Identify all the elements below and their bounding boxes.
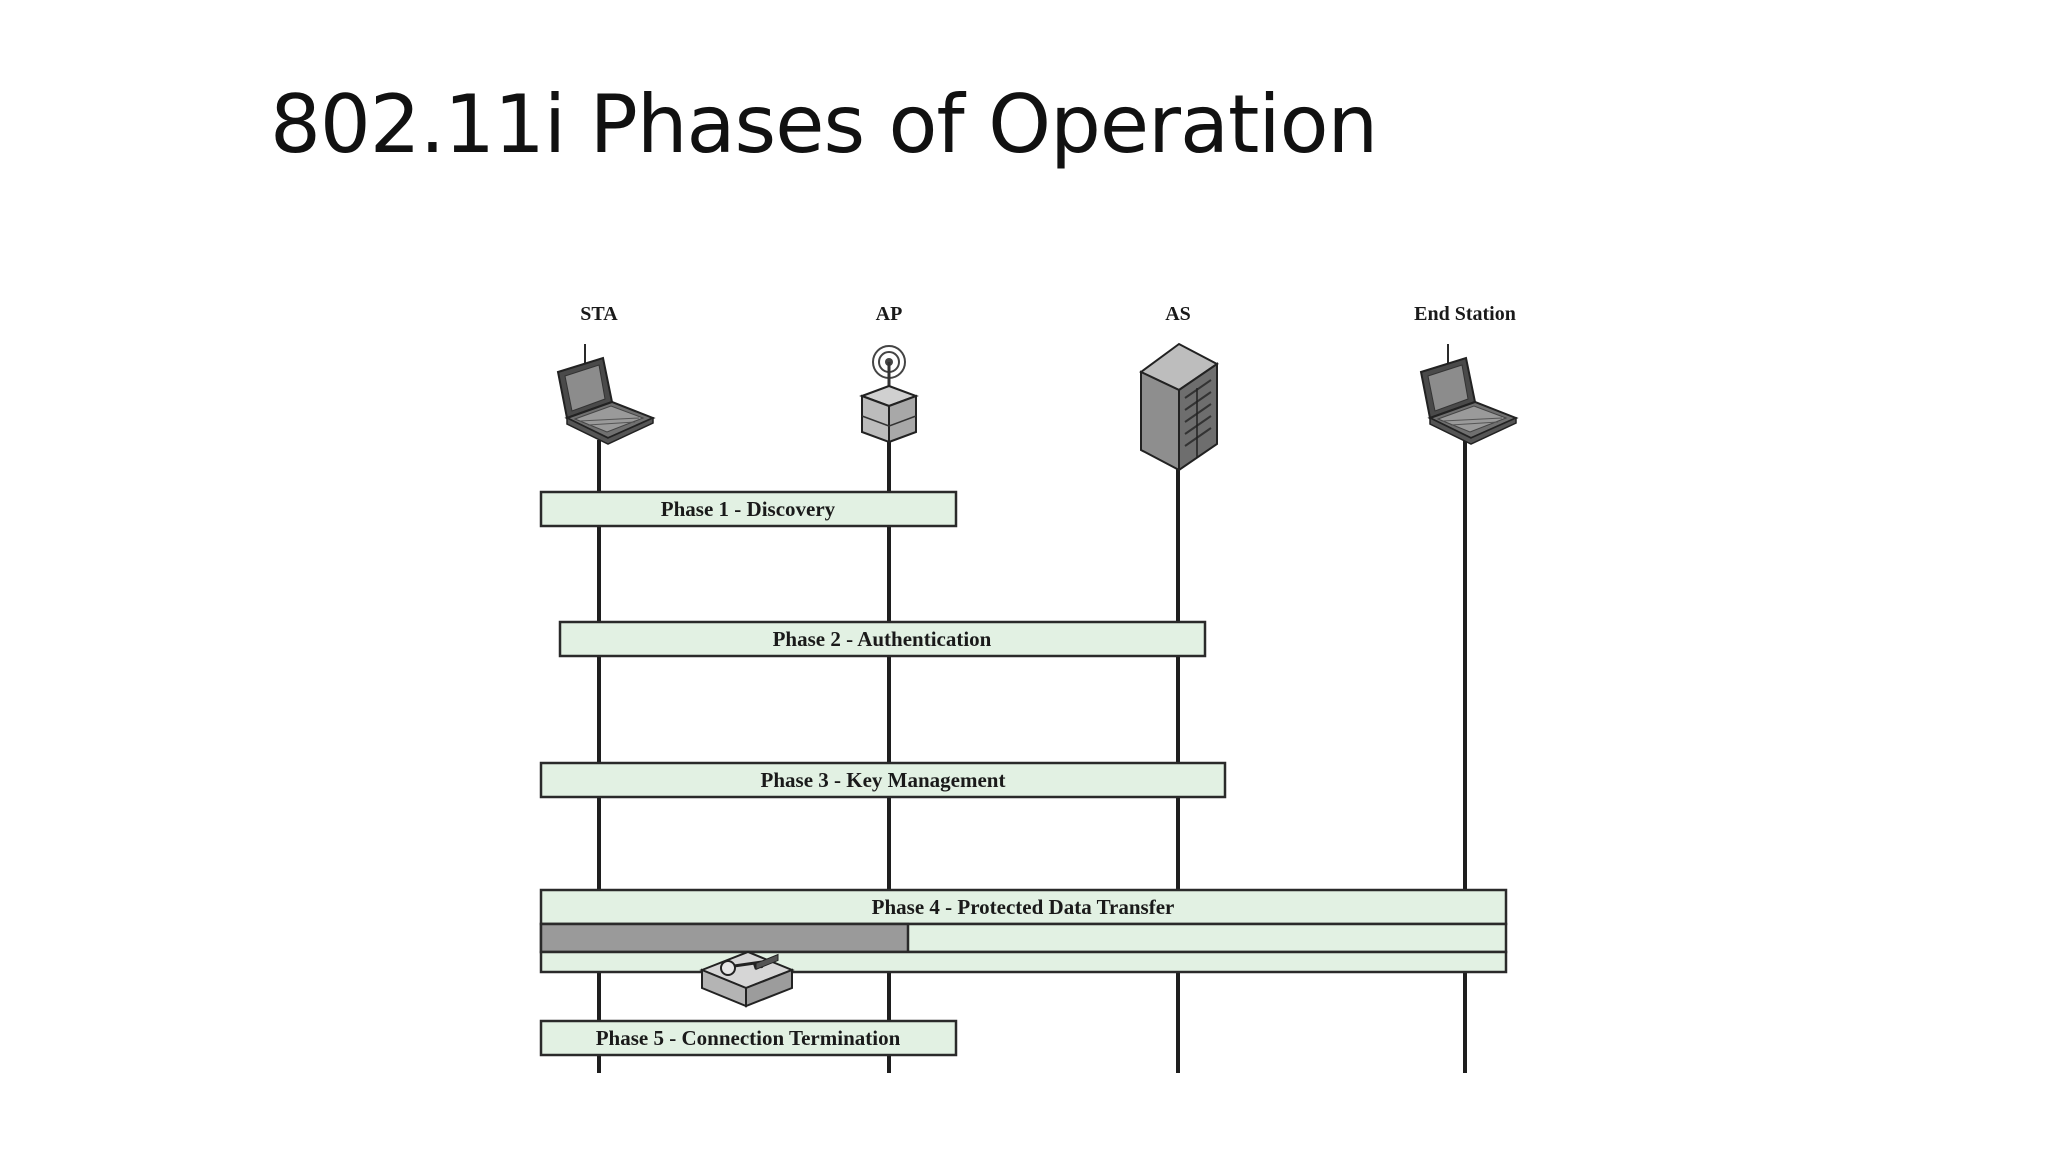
- phase-3-label: Phase 3 - Key Management: [761, 768, 1006, 792]
- access-point-icon: [859, 345, 919, 444]
- protected-transfer-lower-band: [539, 950, 1508, 974]
- protected-transfer-segment: [539, 922, 910, 954]
- server-icon: [1139, 342, 1219, 472]
- laptop-icon: [556, 344, 656, 445]
- slide-title: 802.11i Phases of Operation: [270, 78, 1378, 171]
- phase-3-bar: Phase 3 - Key Management: [539, 761, 1227, 799]
- phase-2-bar: Phase 2 - Authentication: [558, 620, 1207, 658]
- phase-1-label: Phase 1 - Discovery: [661, 497, 836, 521]
- phase-4-label: Phase 4 - Protected Data Transfer: [872, 895, 1175, 919]
- phase-5-label: Phase 5 - Connection Termination: [596, 1026, 901, 1050]
- entity-label-end-station: End Station: [1414, 303, 1516, 325]
- key-device-icon: [699, 950, 795, 1008]
- phase-1-bar: Phase 1 - Discovery: [539, 490, 958, 528]
- laptop-icon: [1419, 344, 1519, 445]
- phase-2-label: Phase 2 - Authentication: [773, 627, 992, 651]
- phase-5-bar: Phase 5 - Connection Termination: [539, 1019, 958, 1057]
- entity-label-as: AS: [1165, 303, 1191, 325]
- entity-label-sta: STA: [580, 303, 618, 325]
- phase-4-bar: Phase 4 - Protected Data Transfer: [539, 888, 1508, 974]
- entity-label-ap: AP: [876, 303, 903, 325]
